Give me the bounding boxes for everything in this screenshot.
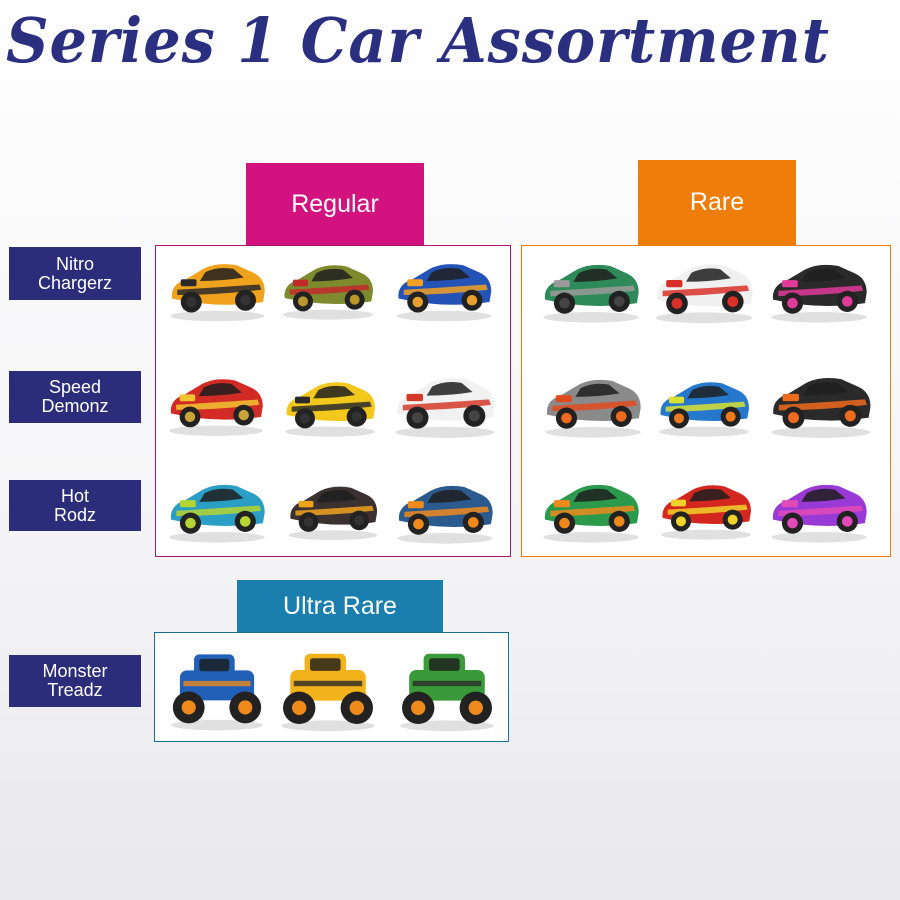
toy-car-image <box>274 643 382 733</box>
row-label-line: Chargerz <box>37 272 113 293</box>
row-label-monster-treadz: Monster Treadz <box>9 655 141 707</box>
toy-car-image <box>392 643 502 733</box>
row-label-line: Treadz <box>47 680 103 700</box>
row-label-line: Nitro <box>55 253 94 274</box>
toy-car-image <box>164 363 268 443</box>
page-title: Series 1 Car Assortment <box>6 4 830 77</box>
row-label-line: Hot <box>60 485 89 506</box>
row-label-line: Rodz <box>53 504 97 525</box>
toy-car-image <box>766 253 872 325</box>
row-label-nitro-chargerz: Nitro Chargerz <box>9 247 141 300</box>
toy-car-image <box>389 253 499 323</box>
row-label-hot-rodz: Hot Rodz <box>9 480 141 531</box>
toy-car-image <box>766 363 876 443</box>
toy-car-image <box>164 468 270 550</box>
row-label-line: Speed <box>48 377 102 397</box>
row-label-line: Demonz <box>41 396 109 416</box>
toy-car-image <box>392 470 498 550</box>
row-label-speed-demonz: Speed Demonz <box>9 371 141 423</box>
toy-car-image <box>654 366 754 444</box>
toy-car-image <box>280 366 380 444</box>
toy-car-image <box>278 253 378 323</box>
toy-car-image <box>538 468 644 550</box>
toy-car-image <box>766 470 872 548</box>
toy-car-image <box>164 643 270 733</box>
toy-car-image <box>165 253 270 323</box>
rare-header: Rare <box>638 160 796 245</box>
toy-car-image <box>540 363 646 445</box>
toy-car-image <box>538 253 644 325</box>
toy-car-image <box>650 253 758 325</box>
toy-car-image <box>284 468 382 550</box>
ultra-rare-header: Ultra Rare <box>237 580 443 632</box>
toy-car-image <box>656 466 756 550</box>
toy-car-image <box>390 363 500 443</box>
regular-header: Regular <box>246 163 424 245</box>
row-label-line: Monster <box>42 661 108 681</box>
